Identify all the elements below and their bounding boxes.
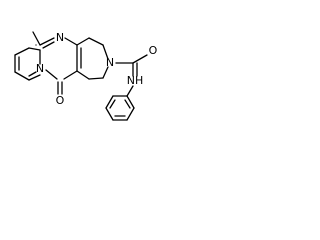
- ring-carbonyl-oxygen: O: [56, 94, 65, 107]
- tetrahydropyridine-ring: [76, 37, 109, 80]
- pyridine-ring: [14, 47, 41, 81]
- methyl-bond: [32, 31, 41, 46]
- amide-carbonyl-oxygen: O: [149, 44, 158, 57]
- pyrimidinone-ring: [39, 37, 82, 80]
- carboxamide-group: [115, 54, 148, 97]
- ring-nitrogen-upper: N: [56, 31, 64, 44]
- chemical-structure-diagram: N N N O O NH: [14, 31, 158, 121]
- ring-carbonyl: [57, 81, 63, 95]
- ring-nitrogen-amine: N: [106, 56, 114, 69]
- ring-nitrogen-bridge: N: [36, 62, 44, 75]
- phenyl-ring: [105, 95, 135, 121]
- amide-nh: NH: [127, 74, 144, 87]
